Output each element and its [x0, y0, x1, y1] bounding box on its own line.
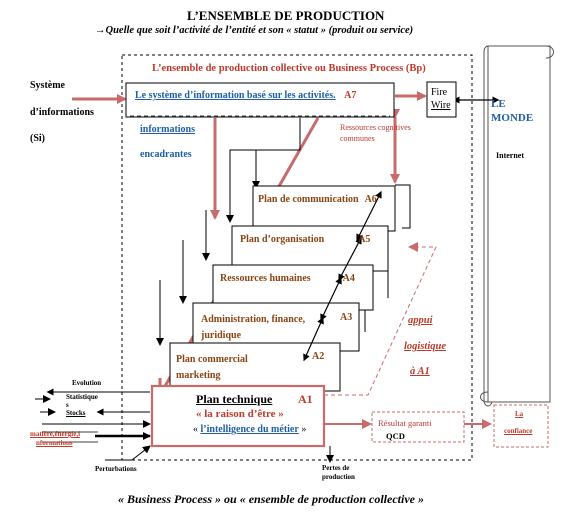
si-box [125, 82, 395, 118]
internet-label: Internet [496, 151, 524, 160]
input-s: s [66, 401, 69, 409]
tech-title: Plan technique [196, 392, 273, 406]
si-box-label: Le système d’information basé sur les ac… [135, 90, 357, 101]
info-label-line1: informations [140, 124, 195, 135]
input-statistiques: Statistique [66, 393, 98, 401]
input-stocks: Stocks [66, 409, 86, 417]
plan-code-a3: A3 [340, 312, 353, 323]
appui-line2: logistique [404, 341, 447, 352]
firewall-label-line2: Wire [431, 100, 451, 111]
result-box [371, 411, 465, 443]
firewall-box [426, 81, 457, 118]
info-label-line2: encadrantes [140, 149, 192, 160]
page-subtitle: →Quelle que soit l’activité de l’entité … [95, 25, 414, 36]
si-label-line2: d’informations [30, 107, 94, 118]
tech-line2: « la raison d’être » [196, 408, 284, 420]
firewall-label-line1: Fire [431, 87, 448, 98]
confiance-box [493, 404, 549, 448]
input-evolution: Evolution [72, 379, 102, 387]
plan-box-a6 [252, 185, 396, 232]
plan-box-a5 [231, 225, 389, 272]
resources-label-line2: communes [340, 134, 375, 143]
appui-line3: à A1 [410, 366, 430, 377]
si-label-line1: Système [30, 80, 65, 91]
confiance-line2: confiance [504, 427, 533, 435]
pertes-line2: production [322, 473, 355, 481]
appui-line1: appui [408, 315, 433, 326]
page-title: L’ENSEMBLE DE PRODUCTION [187, 8, 385, 23]
input-matiere: matière,énergie,i [30, 430, 81, 438]
result-qcd: QCD [386, 431, 405, 441]
tech-code: A1 [298, 392, 313, 406]
monde-label: LE MONDE [491, 98, 534, 124]
pertes-line1: Pertes de [322, 464, 350, 472]
si-label-line3: (Si) [30, 133, 45, 144]
resources-label-line1: Ressources cognitives [340, 123, 411, 132]
plan-label-a2: Plan commercial marketing [176, 354, 248, 381]
bp-boundary [121, 54, 473, 461]
plan-code-a2: A2 [312, 351, 325, 362]
plan-label-a3: Administration, finance, juridique [201, 314, 306, 341]
monde-scroll [480, 45, 554, 407]
confiance-line1: La [515, 410, 524, 418]
footer-caption: « Business Process » ou « ensemble de pr… [118, 492, 424, 506]
tech-box [150, 384, 326, 448]
input-perturbations: Perturbations [95, 465, 137, 473]
bp-title: L’ensemble de production collective ou B… [152, 63, 426, 74]
result-label: Résultat garanti [378, 418, 432, 428]
input-informations: nformations [36, 439, 73, 447]
tech-line3: « l’intelligence du métier » [193, 424, 307, 435]
